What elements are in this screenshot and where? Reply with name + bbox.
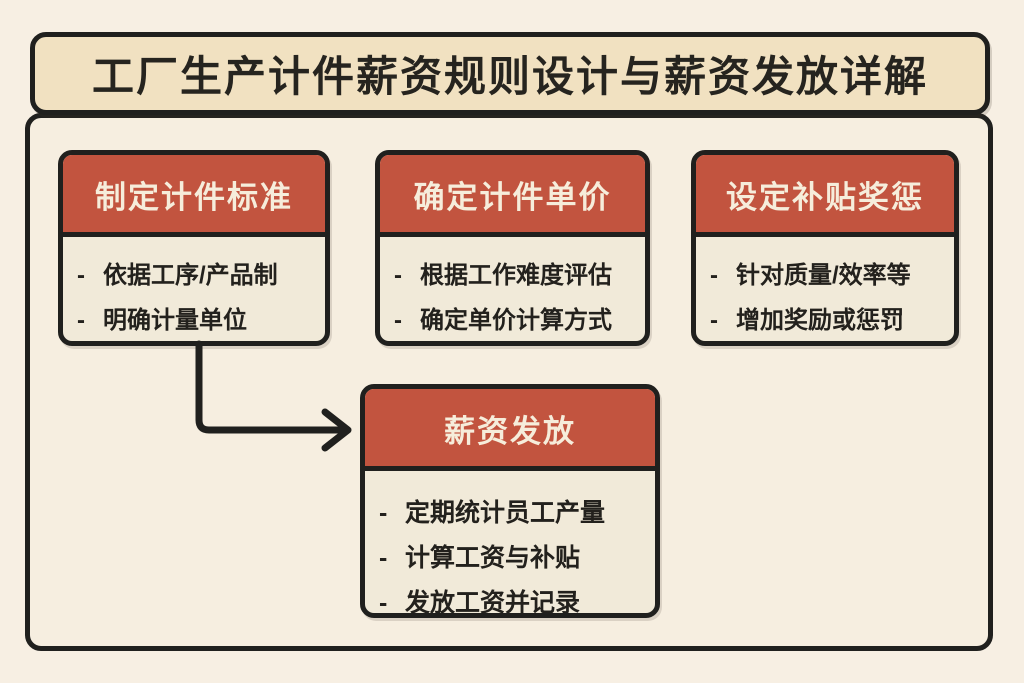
step-box-subsidy-rewards: 设定补贴奖惩 - 针对质量/效率等 - 增加奖励或惩罚: [691, 150, 959, 346]
bullet-text: 确定单价计算方式: [420, 307, 612, 334]
bullet-item: - 计算工资与补贴: [379, 536, 643, 581]
bullet-text: 根据工作难度评估: [420, 262, 612, 289]
bullet-item: - 针对质量/效率等: [710, 253, 942, 298]
box-header: 制定计件标准: [63, 155, 325, 237]
title-bar: 工厂生产计件薪资规则设计与薪资发放详解: [30, 32, 990, 115]
box-header: 确定计件单价: [380, 155, 645, 237]
bullet-item: - 增加奖励或惩罚: [710, 298, 942, 341]
step-box-wage-payout: 薪资发放 - 定期统计员工产量 - 计算工资与补贴 - 发放工资并记录: [360, 384, 660, 618]
bullet-dash: -: [77, 262, 85, 289]
bullet-item: - 确定单价计算方式: [394, 298, 633, 341]
box-body: - 定期统计员工产量 - 计算工资与补贴 - 发放工资并记录: [365, 471, 655, 617]
bullet-text: 依据工序/产品制: [103, 262, 278, 289]
box-body: - 针对质量/效率等 - 增加奖励或惩罚: [696, 237, 954, 341]
bullet-text: 发放工资并记录: [405, 589, 581, 617]
page-title: 工厂生产计件薪资规则设计与薪资发放详解: [91, 53, 928, 100]
step-box-set-standards: 制定计件标准 - 依据工序/产品制 - 明确计量单位: [58, 150, 330, 346]
box-body: - 根据工作难度评估 - 确定单价计算方式: [380, 237, 645, 341]
bullet-text: 针对质量/效率等: [736, 262, 911, 289]
bullet-item: - 明确计量单位: [77, 298, 313, 341]
bullet-item: - 定期统计员工产量: [379, 491, 643, 536]
bullet-dash: -: [710, 307, 718, 334]
step-box-unit-price: 确定计件单价 - 根据工作难度评估 - 确定单价计算方式: [375, 150, 650, 346]
bullet-text: 增加奖励或惩罚: [736, 307, 904, 334]
bullet-dash: -: [394, 262, 402, 289]
box-header: 薪资发放: [365, 389, 655, 471]
bullet-text: 计算工资与补贴: [405, 544, 581, 572]
bullet-dash: -: [379, 499, 388, 527]
bullet-item: - 根据工作难度评估: [394, 253, 633, 298]
bullet-dash: -: [379, 544, 388, 572]
bullet-item: - 发放工资并记录: [379, 581, 643, 617]
box-body: - 依据工序/产品制 - 明确计量单位: [63, 237, 325, 341]
bullet-dash: -: [394, 307, 402, 334]
bullet-item: - 依据工序/产品制: [77, 253, 313, 298]
bullet-text: 定期统计员工产量: [405, 499, 606, 527]
bullet-dash: -: [710, 262, 718, 289]
box-header: 设定补贴奖惩: [696, 155, 954, 237]
bullet-dash: -: [77, 307, 85, 334]
bullet-text: 明确计量单位: [103, 307, 247, 334]
bullet-dash: -: [379, 589, 388, 617]
